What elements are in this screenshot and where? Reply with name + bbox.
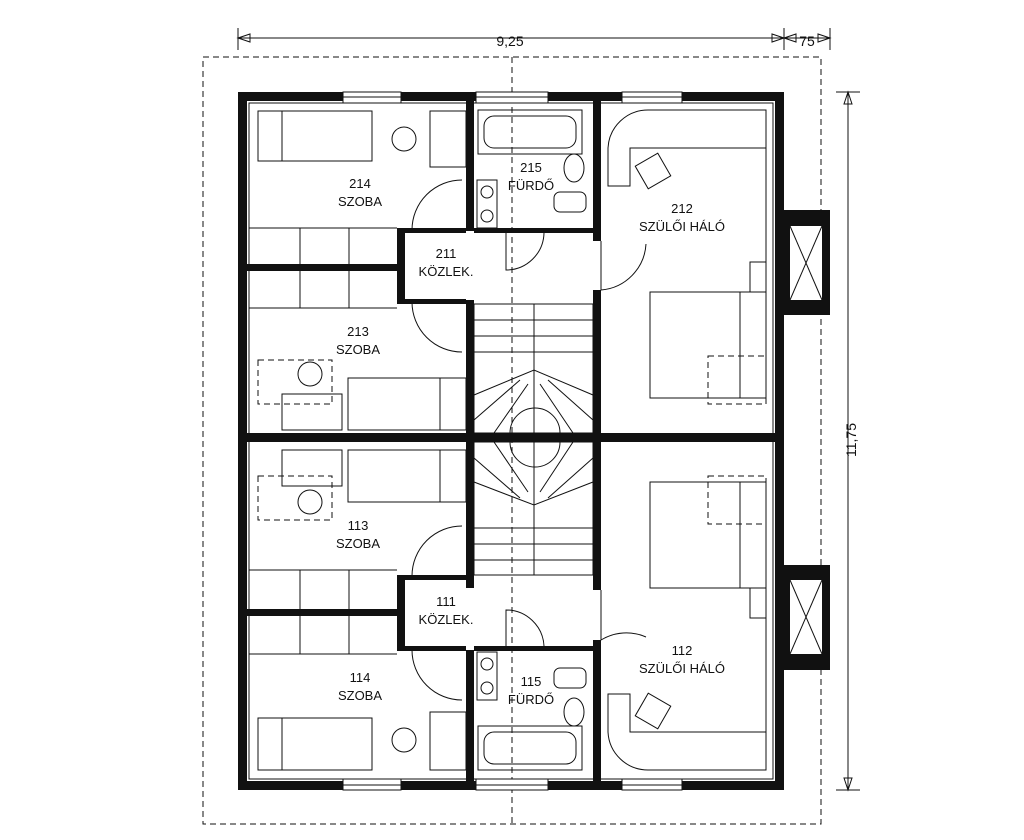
bathroom-215-fixtures [476, 109, 587, 229]
room-115-name: FÜRDŐ [508, 692, 554, 707]
room-114-furniture [249, 616, 467, 771]
width-dimension: 9,25 75 [236, 28, 832, 50]
room-114-name: SZOBA [338, 688, 382, 703]
room-211-number: 211 [436, 246, 457, 261]
room-113-number: 113 [348, 518, 369, 533]
room-215-number: 215 [520, 160, 542, 175]
room-212-number: 212 [671, 201, 693, 216]
bathroom-115-fixtures [476, 651, 587, 771]
chimney-shafts [784, 210, 830, 670]
room-113-name: SZOBA [336, 536, 380, 551]
width-dimension-label: 9,25 [496, 33, 523, 49]
doors [411, 179, 647, 701]
room-212-furniture [607, 109, 767, 405]
room-111-name: KÖZLEK. [419, 612, 474, 627]
roof-outline [202, 56, 822, 825]
room-labels: 214 SZOBA 215 FÜRDŐ 212 SZÜLŐI HÁLÓ 211 … [336, 160, 725, 707]
room-214-furniture [249, 110, 467, 264]
windows [342, 91, 683, 791]
interior-walls [247, 101, 775, 781]
room-112-number: 112 [672, 643, 693, 658]
room-215-name: FÜRDŐ [508, 178, 554, 193]
room-211-name: KÖZLEK. [419, 264, 474, 279]
room-214-name: SZOBA [338, 194, 382, 209]
staircase [473, 303, 594, 576]
room-213-furniture [249, 271, 467, 431]
overhang-dimension-label: 75 [799, 33, 815, 49]
depth-dimension-label: 11,75 [843, 423, 859, 457]
room-213-name: SZOBA [336, 342, 380, 357]
room-213-number: 213 [347, 324, 369, 339]
room-113-furniture [249, 449, 467, 609]
room-214-number: 214 [349, 176, 371, 191]
room-114-number: 114 [350, 670, 371, 685]
room-111-number: 111 [436, 594, 456, 609]
room-112-furniture [607, 475, 767, 771]
room-115-number: 115 [521, 674, 542, 689]
room-212-name: SZÜLŐI HÁLÓ [639, 219, 725, 234]
depth-dimension: 11,75 [836, 90, 860, 792]
room-112-name: SZÜLŐI HÁLÓ [639, 661, 725, 676]
